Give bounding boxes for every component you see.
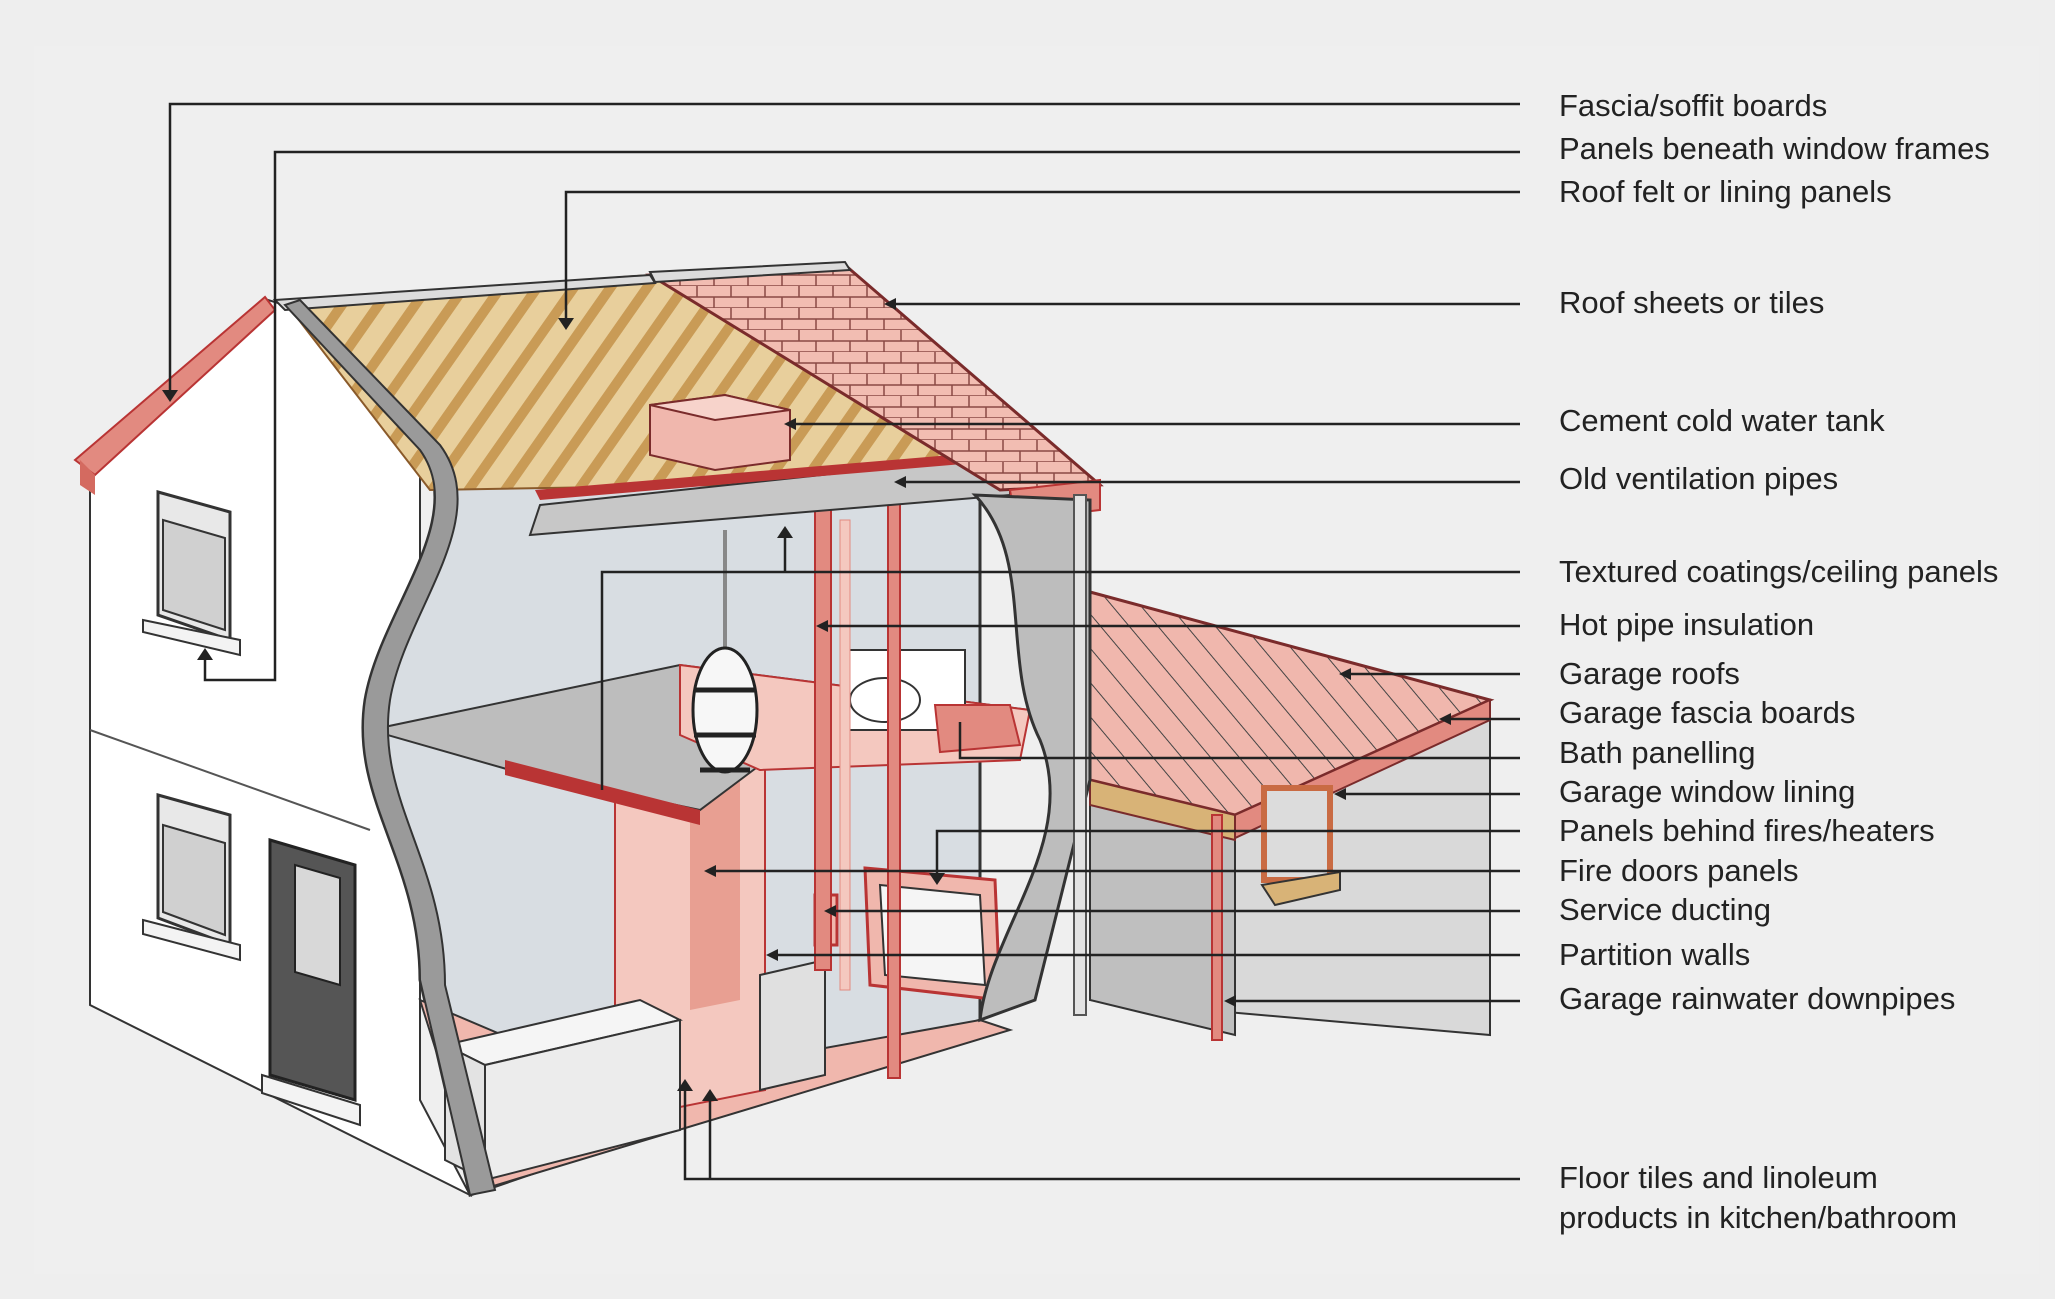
- garage-window: [1261, 785, 1333, 883]
- interior-cutaway: [361, 405, 1032, 1197]
- label-fascia-soffit: Fascia/soffit boards: [1559, 88, 1828, 123]
- leader-arrowheads: [162, 298, 1451, 1101]
- garage: [1088, 590, 1495, 1041]
- garage-downpipe: [1211, 814, 1223, 1041]
- label-fire-doors: Fire doors panels: [1559, 853, 1799, 888]
- boiler: [759, 958, 826, 1092]
- label-garage-downpipes: Garage rainwater downpipes: [1559, 981, 1956, 1016]
- hot-pipe: [814, 499, 832, 971]
- label-water-tank: Cement cold water tank: [1559, 403, 1885, 438]
- label-garage-window: Garage window lining: [1559, 774, 1856, 809]
- label-hot-pipe: Hot pipe insulation: [1559, 607, 1815, 642]
- label-panels-fires: Panels behind fires/heaters: [1559, 813, 1935, 848]
- label-garage-fascia: Garage fascia boards: [1559, 695, 1856, 730]
- label-textured-coatings: Textured coatings/ceiling panels: [1559, 554, 1999, 589]
- house-body: [73, 295, 473, 1198]
- label-roof-sheets: Roof sheets or tiles: [1559, 285, 1825, 320]
- roof: [272, 260, 1104, 1197]
- label-garage-roofs: Garage roofs: [1559, 656, 1740, 691]
- kitchen-counter: [442, 998, 683, 1182]
- label-floor-tiles: Floor tiles and linoleum products in kit…: [1559, 1160, 1958, 1235]
- front-door: [261, 837, 361, 1127]
- lower-window: [142, 793, 241, 962]
- hot-water-cylinder: [691, 530, 759, 774]
- label-vent-pipes: Old ventilation pipes: [1559, 461, 1839, 496]
- leader-lines: [168, 102, 1520, 1181]
- label-panels-window: Panels beneath window frames: [1559, 131, 1990, 166]
- label-roof-felt: Roof felt or lining panels: [1559, 174, 1892, 209]
- bath-panel: [933, 704, 1022, 754]
- fireplace: [863, 866, 1002, 1002]
- label-service-ducting: Service ducting: [1559, 892, 1771, 927]
- label-bath-panelling: Bath panelling: [1559, 735, 1756, 770]
- label-partition-walls: Partition walls: [1559, 937, 1751, 972]
- water-tank: [649, 393, 791, 472]
- upper-window: [142, 490, 241, 657]
- vent-pipe: [887, 417, 901, 1079]
